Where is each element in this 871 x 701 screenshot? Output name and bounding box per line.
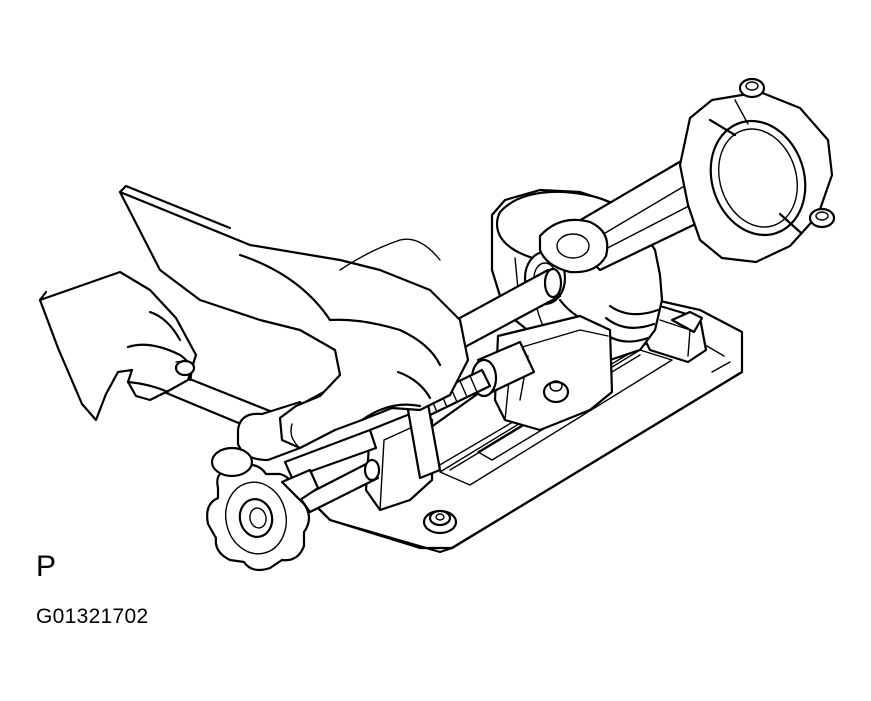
- connecting-rod: [538, 77, 836, 274]
- rod-bolt-nut-top: [738, 77, 766, 99]
- figure-code: G01321702: [36, 605, 149, 628]
- base-bolt: [422, 509, 458, 535]
- view-label: P: [36, 550, 57, 583]
- handwheel-knob: [206, 463, 320, 572]
- rod-bolt-nut-bottom: [808, 207, 836, 229]
- fixture-upright: [364, 402, 442, 512]
- left-hand: [38, 270, 198, 422]
- right-hand: [38, 184, 470, 450]
